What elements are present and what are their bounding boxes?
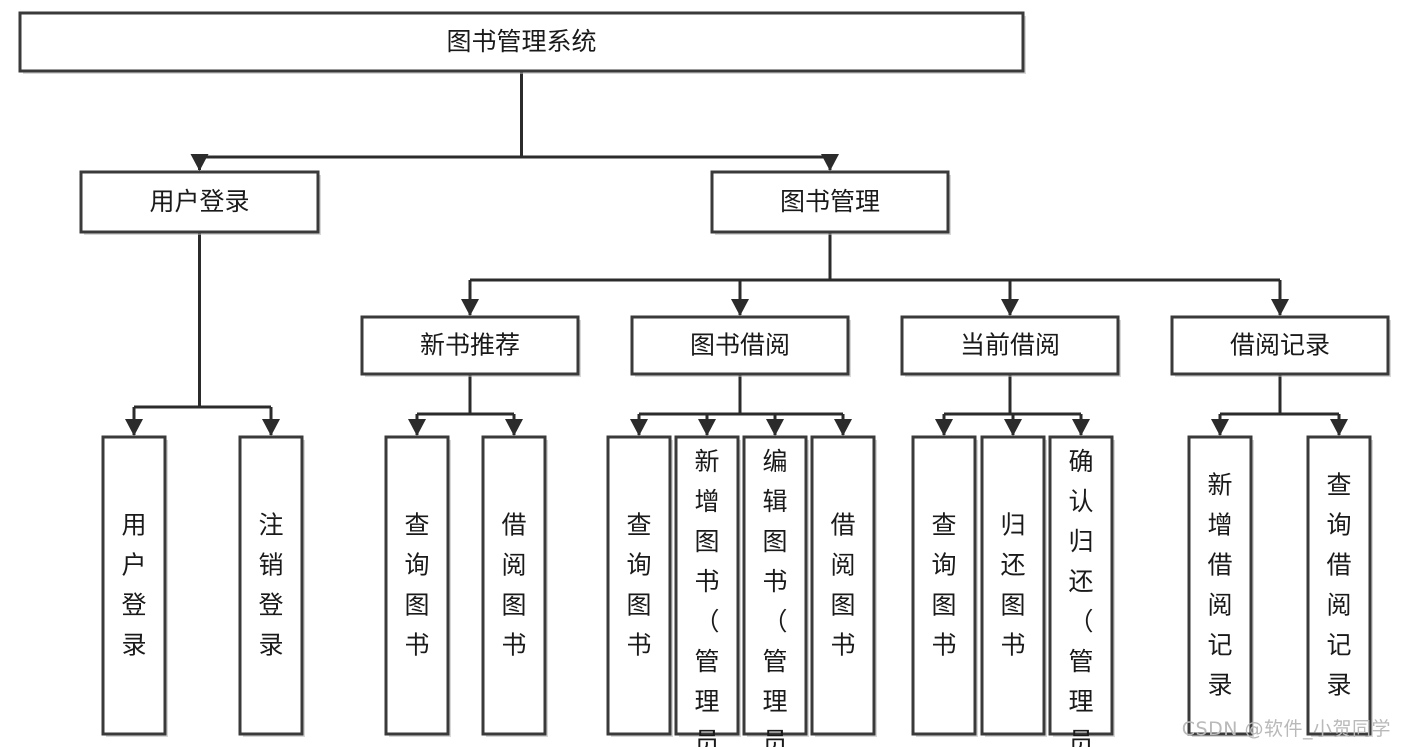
node-rect xyxy=(980,435,1046,736)
node-leaf-query-book-2[interactable]: 查询图书 xyxy=(606,435,673,737)
node-label: 确认归还（管理员） xyxy=(1068,447,1093,747)
arrowhead-icon xyxy=(1271,299,1289,316)
node-rect xyxy=(1306,435,1372,736)
node-current-borrow[interactable]: 当前借阅 xyxy=(900,315,1121,377)
node-leaf-add-record[interactable]: 新增借阅记录 xyxy=(1187,435,1254,737)
node-rect xyxy=(710,170,950,234)
node-rect xyxy=(1048,435,1114,736)
node-leaf-query-record[interactable]: 查询借阅记录 xyxy=(1306,435,1373,737)
arrowhead-icon xyxy=(190,154,209,171)
node-label: 注销登录 xyxy=(258,511,283,660)
node-leaf-query-book-3[interactable]: 查询图书 xyxy=(911,435,978,737)
node-label: 用户登录 xyxy=(121,511,146,660)
arrowhead-icon xyxy=(935,419,953,436)
node-rect xyxy=(481,435,547,736)
node-leaf-query-book-1[interactable]: 查询图书 xyxy=(384,435,451,737)
node-label: 查询借阅记录 xyxy=(1326,471,1351,700)
node-label: 借阅图书 xyxy=(501,511,526,660)
node-label: 编辑图书（管理员） xyxy=(762,447,787,747)
node-rect xyxy=(79,170,320,234)
node-book-borrow[interactable]: 图书借阅 xyxy=(630,315,851,377)
arrowhead-icon xyxy=(1072,419,1090,436)
node-label: 新增图书（管理员） xyxy=(694,447,719,747)
node-rect xyxy=(630,315,850,376)
node-book-manage[interactable]: 图书管理 xyxy=(710,170,951,235)
node-rect xyxy=(18,11,1025,73)
arrowhead-icon xyxy=(461,299,479,316)
node-rect xyxy=(911,435,977,736)
node-rect xyxy=(1170,315,1390,376)
node-label: 新书推荐 xyxy=(420,331,520,360)
arrowhead-icon xyxy=(125,419,143,436)
node-leaf-borrow-book-1[interactable]: 借阅图书 xyxy=(481,435,548,737)
arrowhead-icon xyxy=(1004,419,1022,436)
node-new-book-recommend[interactable]: 新书推荐 xyxy=(360,315,581,377)
node-leaf-user-login[interactable]: 用户登录 xyxy=(101,435,168,737)
node-label: 借阅记录 xyxy=(1230,331,1330,360)
node-label: 当前借阅 xyxy=(960,331,1060,360)
node-label: 查询图书 xyxy=(404,511,429,660)
node-label: 借阅图书 xyxy=(830,511,855,660)
node-rect xyxy=(101,435,167,736)
node-leaf-confirm-return[interactable]: 确认归还（管理员） xyxy=(1048,435,1115,747)
node-rect xyxy=(810,435,876,736)
connector-layer xyxy=(125,71,1348,436)
node-rect xyxy=(606,435,672,736)
arrowhead-icon xyxy=(834,419,852,436)
node-label: 查询图书 xyxy=(931,511,956,660)
arrowhead-icon xyxy=(1211,419,1229,436)
arrowhead-icon xyxy=(698,419,716,436)
node-rect xyxy=(674,435,740,736)
arrowhead-icon xyxy=(731,299,749,316)
node-label: 归还图书 xyxy=(1000,511,1025,660)
node-rect xyxy=(742,435,808,736)
node-label: 图书管理 xyxy=(780,187,880,216)
node-label: 用户登录 xyxy=(149,187,249,216)
node-rect xyxy=(1187,435,1253,736)
node-label: 新增借阅记录 xyxy=(1207,471,1232,700)
node-leaf-return-book[interactable]: 归还图书 xyxy=(980,435,1047,737)
arrowhead-icon xyxy=(821,154,839,171)
node-rect xyxy=(238,435,304,736)
node-user-login[interactable]: 用户登录 xyxy=(79,170,321,235)
node-label: 查询图书 xyxy=(626,511,651,660)
node-leaf-add-book[interactable]: 新增图书（管理员） xyxy=(674,435,741,747)
node-borrow-record[interactable]: 借阅记录 xyxy=(1170,315,1391,377)
arrowhead-icon xyxy=(630,419,648,436)
node-root-book-management-system[interactable]: 图书管理系统 xyxy=(18,11,1026,74)
node-rect xyxy=(900,315,1120,376)
node-label: 图书借阅 xyxy=(690,331,790,360)
node-layer: 图书管理系统用户登录图书管理新书推荐图书借阅当前借阅借阅记录用户登录注销登录查询… xyxy=(18,11,1391,747)
node-rect xyxy=(384,435,450,736)
node-label: 图书管理系统 xyxy=(446,27,596,56)
arrowhead-icon xyxy=(1001,299,1019,316)
arrowhead-icon xyxy=(766,419,784,436)
arrowhead-icon xyxy=(505,419,523,436)
arrowhead-icon xyxy=(408,419,426,436)
node-leaf-edit-book[interactable]: 编辑图书（管理员） xyxy=(742,435,809,747)
node-rect xyxy=(360,315,580,376)
node-leaf-borrow-book-2[interactable]: 借阅图书 xyxy=(810,435,877,737)
node-leaf-logout[interactable]: 注销登录 xyxy=(238,435,305,737)
arrowhead-icon xyxy=(262,419,280,436)
arrowhead-icon xyxy=(1330,419,1348,436)
